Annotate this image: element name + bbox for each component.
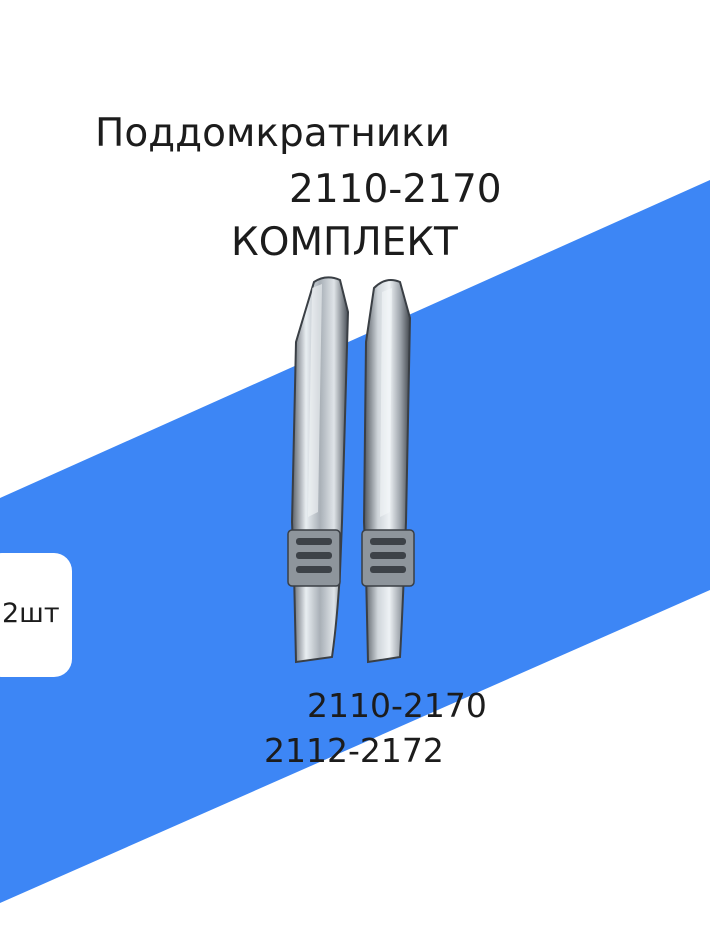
quantity-badge [0, 553, 72, 677]
quantity-text: 2шт [2, 598, 60, 629]
compatible-model-2: 2112-2172 [264, 731, 444, 770]
compatible-model-1: 2110-2170 [307, 686, 487, 725]
product-title-line-3: КОМПЛЕКТ [231, 220, 458, 265]
left-bracket [287, 276, 350, 664]
product-title-line-1: Поддомкратники [95, 111, 451, 156]
jack-support-parts-image [287, 276, 415, 664]
product-title-line-2: 2110-2170 [289, 167, 502, 212]
right-bracket [361, 279, 415, 664]
